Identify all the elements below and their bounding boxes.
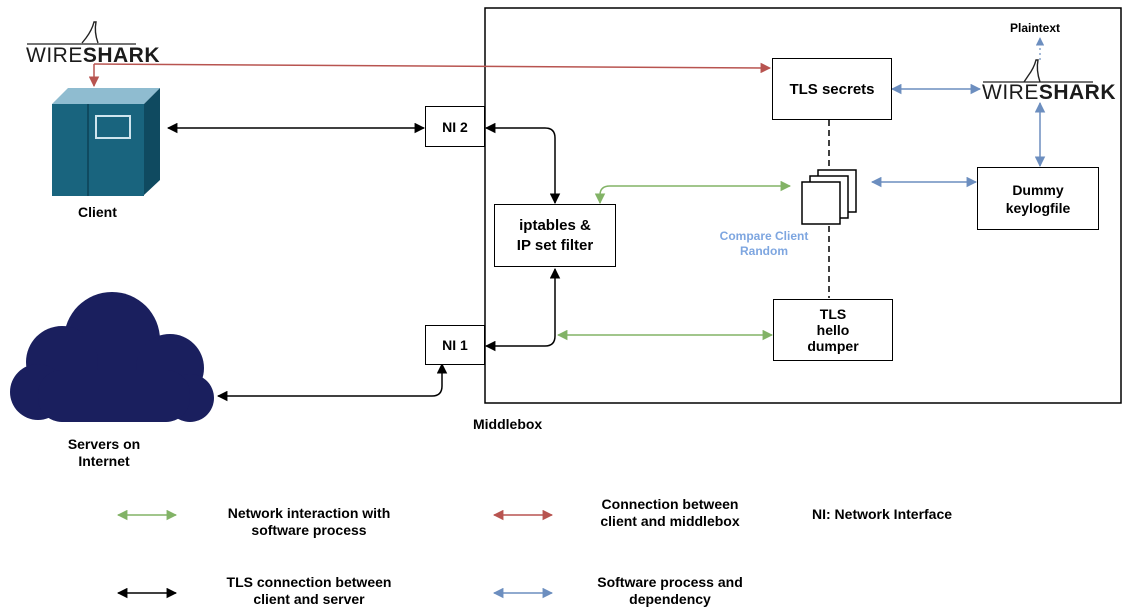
dummy-keylogfile-box: Dummy keylogfile <box>977 167 1099 230</box>
iptables-label: iptables & IP set filter <box>516 216 594 254</box>
tls-hello-dumper-box: TLS hello dumper <box>773 299 893 361</box>
tls-secrets-label: TLS secrets <box>789 80 875 98</box>
client-label: Client <box>78 204 117 220</box>
legend-black-text: TLS connection between client and server <box>226 574 392 607</box>
ni2-box: NI 2 <box>425 106 485 147</box>
wireshark-fin-left <box>81 21 99 44</box>
legend-green-text: Network interaction with software proces… <box>227 505 391 538</box>
ni1-label: NI 1 <box>442 337 468 353</box>
document-stack-icon <box>801 169 857 225</box>
wireshark-right-bold: SHARK <box>1038 81 1116 104</box>
legend-ni-text: NI: Network Interface <box>812 506 953 522</box>
wireshark-left-bold: SHARK <box>82 44 160 67</box>
wireshark-right-light: WIRE <box>982 81 1039 104</box>
cloud-to-ni1-arrow <box>216 362 448 402</box>
cloud-icon <box>10 292 214 422</box>
compare-client-random-label: Compare Client Random <box>719 229 809 258</box>
middlebox-container <box>484 7 1122 404</box>
ni1-to-iptables-arrow <box>484 267 561 352</box>
wireshark-logo-right: WIRESHARK <box>982 81 1116 105</box>
servers-on-internet-label: Servers on Internet <box>67 436 141 469</box>
wireshark-logo-left: WIRESHARK <box>26 44 160 68</box>
tls-hello-dumper-label: TLS hello dumper <box>807 306 859 354</box>
tls-secrets-box: TLS secrets <box>772 58 892 120</box>
legend-red-text: Connection between client and middlebox <box>600 496 740 529</box>
wireshark-fin-right <box>1023 59 1041 83</box>
server-icon <box>52 88 160 196</box>
legend-blue-text: Software process and dependency <box>597 574 743 607</box>
iptables-box: iptables & IP set filter <box>494 204 616 267</box>
middlebox-label: Middlebox <box>473 416 543 432</box>
plaintext-label: Plaintext <box>1010 21 1061 35</box>
ni1-box: NI 1 <box>425 325 485 365</box>
wireshark-left-light: WIRE <box>26 44 83 67</box>
ni2-to-iptables-arrow <box>484 122 561 205</box>
red-connection-line <box>93 62 772 74</box>
iptables-to-stack-arrow <box>594 180 792 205</box>
ni2-label: NI 2 <box>442 118 468 135</box>
dummy-keylogfile-label: Dummy keylogfile <box>1005 181 1071 216</box>
